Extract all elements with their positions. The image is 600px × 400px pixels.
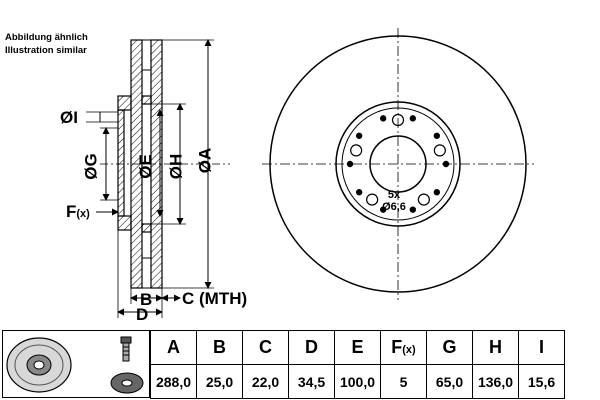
- table-value-g: 65,0: [426, 364, 473, 399]
- dimension-label-a: ØA: [195, 147, 215, 174]
- dimension-label-g: ØG: [81, 153, 101, 180]
- dimension-label-d: D: [136, 305, 149, 324]
- dimension-label-i: ØI: [60, 108, 78, 127]
- table-value-a: 288,0: [150, 364, 197, 399]
- caption-en: Illustration similar: [5, 45, 87, 56]
- table-value-i: 15,6: [518, 364, 565, 399]
- table-value-b: 25,0: [196, 364, 243, 399]
- locating-hole: [442, 160, 450, 168]
- bolt-hole: [391, 113, 405, 127]
- bolt-hole: [366, 193, 379, 206]
- diameter-dimension-lines: [86, 39, 214, 318]
- locating-hole: [433, 132, 441, 139]
- locating-hole: [379, 115, 387, 122]
- bolt-hole: [433, 144, 446, 157]
- disc-front-view: [262, 28, 534, 300]
- dimension-label-f: F(x): [66, 202, 90, 221]
- wheel-bolt-icon: [110, 336, 144, 394]
- table-header-b: B: [196, 330, 243, 365]
- bolt-hole-note: 5x Ø6,6: [378, 189, 410, 213]
- table-value-d: 34,5: [288, 364, 335, 399]
- table-header-f: F(x): [380, 330, 427, 365]
- table-header-h: H: [472, 330, 519, 365]
- bolt-hole: [350, 144, 363, 157]
- illustration-caption: Abbildung ähnlich Illustration similar: [5, 31, 88, 57]
- thumbnail-panel: [2, 330, 150, 398]
- bolt-hole: [417, 193, 430, 206]
- table-value-f: 5: [380, 364, 427, 399]
- dimension-label-e: ØE: [135, 154, 155, 179]
- dimension-label-h: ØH: [166, 153, 186, 180]
- dimension-label-c: C (MTH): [182, 289, 248, 308]
- table-value-e: 100,0: [334, 364, 381, 399]
- vent-vanes: [142, 39, 151, 289]
- bolt-hole-diameter: Ø6,6: [382, 201, 406, 213]
- locating-hole: [409, 115, 417, 122]
- table-header-d: D: [288, 330, 335, 365]
- table-value-c: 22,0: [242, 364, 289, 399]
- table-header-c: C: [242, 330, 289, 365]
- table-header-a: A: [150, 330, 197, 365]
- table-value-h: 136,0: [472, 364, 519, 399]
- locating-hole: [379, 206, 387, 213]
- locating-hole: [409, 206, 417, 213]
- bolt-hole-count: 5x: [387, 189, 401, 201]
- locating-hole: [433, 189, 441, 196]
- locating-hole: [355, 189, 363, 196]
- dimension-label-b: B: [140, 290, 153, 309]
- brake-disc-thumbnail-icon: [6, 337, 72, 393]
- table-header-i: I: [518, 330, 565, 365]
- locating-hole: [355, 132, 363, 139]
- front-view-holes: [346, 113, 450, 213]
- table-header-g: G: [426, 330, 473, 365]
- locating-hole: [346, 160, 354, 168]
- table-header-e: E: [334, 330, 381, 365]
- caption-de: Abbildung ähnlich: [5, 32, 88, 43]
